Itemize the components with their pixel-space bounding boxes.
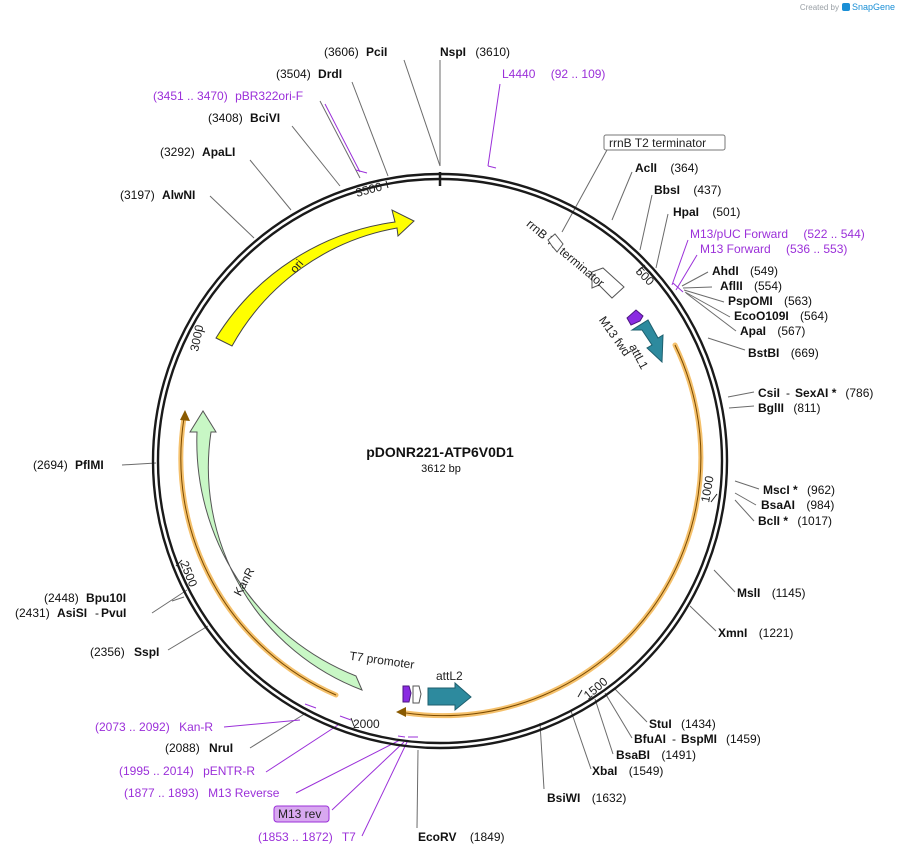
enzyme-ahdi[interactable]: AhdI (549) xyxy=(712,264,778,278)
plasmid-name: pDONR221-ATP6V0D1 xyxy=(366,444,514,460)
enzyme-apali[interactable]: (3292) ApaLI xyxy=(160,145,235,159)
enzyme-pspomi[interactable]: PspOMI (563) xyxy=(728,294,812,308)
enzyme-bglii[interactable]: BglII (811) xyxy=(758,401,820,415)
credit-prefix: Created by xyxy=(799,3,839,12)
enzyme-bpu10i[interactable]: (2448) Bpu10I xyxy=(44,591,126,605)
enzyme-alwni[interactable]: (3197) AlwNI xyxy=(120,188,195,202)
rrnb-t2-feature[interactable] xyxy=(547,233,564,253)
enzyme-ecoo109i[interactable]: EcoO109I (564) xyxy=(734,309,828,323)
enzyme-bbsi[interactable]: BbsI (437) xyxy=(654,183,721,197)
snapgene-credit: Created by SnapGene xyxy=(800,2,895,12)
backbone-ring xyxy=(151,172,729,750)
m13-fwd-feature[interactable] xyxy=(626,309,644,326)
enzyme-bcivi[interactable]: (3408) BciVI xyxy=(208,111,280,125)
enzyme-msci[interactable]: MscI * (962) xyxy=(763,483,835,497)
primer-m13-forward[interactable]: M13 Forward (536 .. 553) xyxy=(700,242,847,256)
primer-leader-lines xyxy=(223,83,698,837)
enzyme-sspi[interactable]: (2356) SspI xyxy=(90,645,159,659)
t7-promoter-hollow-feature[interactable] xyxy=(412,685,422,704)
enzyme-nspi[interactable]: NspI (3610) xyxy=(440,45,510,59)
rrnb-t2-label-box xyxy=(603,134,726,151)
enzyme-nrui[interactable]: (2088) NruI xyxy=(165,741,233,755)
enzyme-bsiwi[interactable]: BsiWI (1632) xyxy=(547,791,626,805)
enzyme-bcli[interactable]: BclI * (1017) xyxy=(758,514,832,528)
primer-pentr-r[interactable]: (1995 .. 2014) pENTR-R xyxy=(119,764,255,778)
enzyme-bsabi[interactable]: BsaBI (1491) xyxy=(616,748,696,762)
tick-marks xyxy=(175,180,718,727)
t7-promoter-label: T7 promoter xyxy=(349,649,416,672)
tick-2000: 2000 xyxy=(353,717,380,731)
enzyme-pcii[interactable]: (3606) PciI xyxy=(324,45,387,59)
attl1-feature[interactable] xyxy=(630,319,664,364)
kanr-feature[interactable] xyxy=(189,410,363,691)
enzyme-apai[interactable]: ApaI (567) xyxy=(740,324,805,338)
m13-rev-label: M13 rev xyxy=(278,807,321,821)
enzyme-pflmi[interactable]: (2694) PflMI xyxy=(33,458,104,472)
plasmid-length: 3612 bp xyxy=(421,463,461,475)
tick-3500: 3500 xyxy=(354,179,384,200)
enzyme-hpai[interactable]: HpaI (501) xyxy=(673,205,740,219)
attl2-label: attL2 xyxy=(436,669,463,683)
m13-rev-label-box xyxy=(273,805,330,823)
primer-kan-r[interactable]: (2073 .. 2092) Kan-R xyxy=(95,720,213,734)
ori-feature[interactable] xyxy=(215,209,415,347)
snapgene-logo-icon xyxy=(841,3,850,11)
tick-3000: 3000 xyxy=(187,323,206,352)
tick-1500: 1500 xyxy=(581,674,611,702)
enzyme-bstbi[interactable]: BstBI (669) xyxy=(748,346,819,360)
primer-l4440[interactable]: L4440 (92 .. 109) xyxy=(502,67,605,81)
primer-m13-reverse[interactable]: (1877 .. 1893) M13 Reverse xyxy=(124,786,280,800)
enzyme-msli[interactable]: MslI (1145) xyxy=(737,586,805,600)
enzyme-acli[interactable]: AclI (364) xyxy=(635,161,698,175)
rrnb-t2-label: rrnB T2 terminator xyxy=(609,136,706,150)
t7-promoter-feature[interactable] xyxy=(402,685,412,703)
enzyme-drdi[interactable]: (3504) DrdI xyxy=(276,67,342,81)
credit-brand: SnapGene xyxy=(851,2,895,12)
rrnb-t1-label: rrnB T1 terminator xyxy=(524,217,607,290)
leader-lines xyxy=(121,59,760,829)
attl2-feature[interactable] xyxy=(427,681,472,712)
rrnb-t1-feature[interactable] xyxy=(591,267,625,299)
enzyme-xbai[interactable]: XbaI (1549) xyxy=(592,764,663,778)
primer-labels: L4440 (92 .. 109) (3451 .. 3470) pBR322o… xyxy=(95,67,865,844)
enzyme-csii-sexai[interactable]: CsiI-SexAI *(786) xyxy=(758,386,873,400)
enzyme-xmni[interactable]: XmnI (1221) xyxy=(718,626,793,640)
primer-pbr322ori-f[interactable]: (3451 .. 3470) pBR322ori-F xyxy=(153,89,303,103)
enzyme-bfuai-bspmi[interactable]: BfuAI-BspMI(1459) xyxy=(634,732,761,746)
enzyme-asisi-pvui[interactable]: (2431) AsiSI-PvuI xyxy=(15,606,126,620)
enzyme-labels: (3606) PciI NspI (3610) (3504) DrdI (340… xyxy=(15,45,873,844)
enzyme-bsaai[interactable]: BsaAI (984) xyxy=(761,498,834,512)
primer-t7[interactable]: (1853 .. 1872) T7 xyxy=(258,830,356,844)
enzyme-aflii[interactable]: AflII (554) xyxy=(720,279,782,293)
primer-m13-puc-forward[interactable]: M13/pUC Forward (522 .. 544) xyxy=(690,227,865,241)
enzyme-ecorv[interactable]: EcoRV (1849) xyxy=(418,830,505,844)
enzyme-stui[interactable]: StuI (1434) xyxy=(649,717,716,731)
orange-annotation-right xyxy=(403,342,704,719)
tick-1000: 1000 xyxy=(698,474,716,503)
kanr-label: KanR xyxy=(231,565,258,598)
